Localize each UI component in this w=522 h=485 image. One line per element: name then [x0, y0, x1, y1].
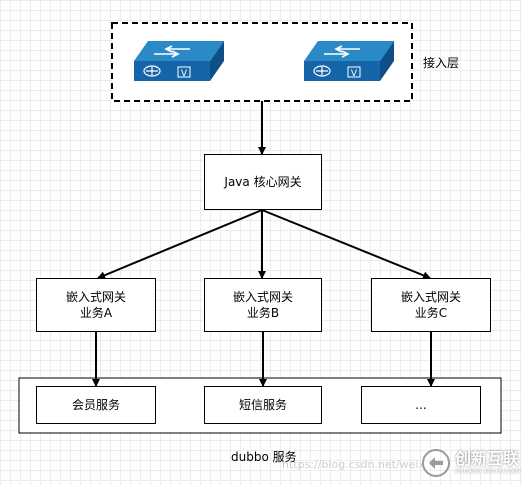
access-layer-label: 接入层: [423, 56, 460, 70]
brand-watermark: 创新互联 CHUANG XIN HU LIAN: [421, 443, 520, 483]
java-core-gateway-label: Java 核心网关: [224, 175, 302, 189]
brand-logo-icon: [421, 449, 450, 477]
arrow-java-to-a: [97, 209, 263, 280]
embedded-gateway-a[interactable]: 嵌入式网关 业务A: [36, 278, 156, 332]
csdn-url-watermark: https://blog.csdn.net/weix: [282, 458, 425, 471]
more-services[interactable]: ...: [361, 386, 481, 424]
service-label: 短信服务: [238, 398, 287, 412]
router-glyph: V: [351, 69, 358, 79]
arrow-java-to-c: [261, 209, 431, 280]
member-service[interactable]: 会员服务: [36, 386, 156, 424]
service-label: 会员服务: [71, 398, 120, 412]
router-switch-icon: V: [304, 41, 394, 81]
embedded-gateway-title: 嵌入式网关: [65, 290, 126, 304]
brand-name: 创新互联: [454, 449, 519, 468]
service-label: ...: [415, 398, 427, 412]
embedded-gateway-title: 嵌入式网关: [232, 290, 293, 304]
java-core-gateway[interactable]: Java 核心网关: [204, 154, 322, 210]
embedded-gateway-c[interactable]: 嵌入式网关 业务C: [371, 278, 491, 332]
brand-subtitle: CHUANG XIN HU LIAN: [454, 468, 520, 475]
embedded-gateway-business: 业务C: [414, 306, 448, 320]
router-glyph: V: [181, 69, 188, 79]
sms-service[interactable]: 短信服务: [204, 386, 322, 424]
dubbo-service-label: dubbo 服务: [231, 450, 297, 464]
embedded-gateway-business: 业务A: [79, 306, 113, 320]
embedded-gateway-business: 业务B: [246, 306, 280, 320]
embedded-gateway-b[interactable]: 嵌入式网关 业务B: [204, 278, 322, 332]
embedded-gateway-title: 嵌入式网关: [400, 290, 461, 304]
router-switch-icon: V: [134, 41, 224, 81]
